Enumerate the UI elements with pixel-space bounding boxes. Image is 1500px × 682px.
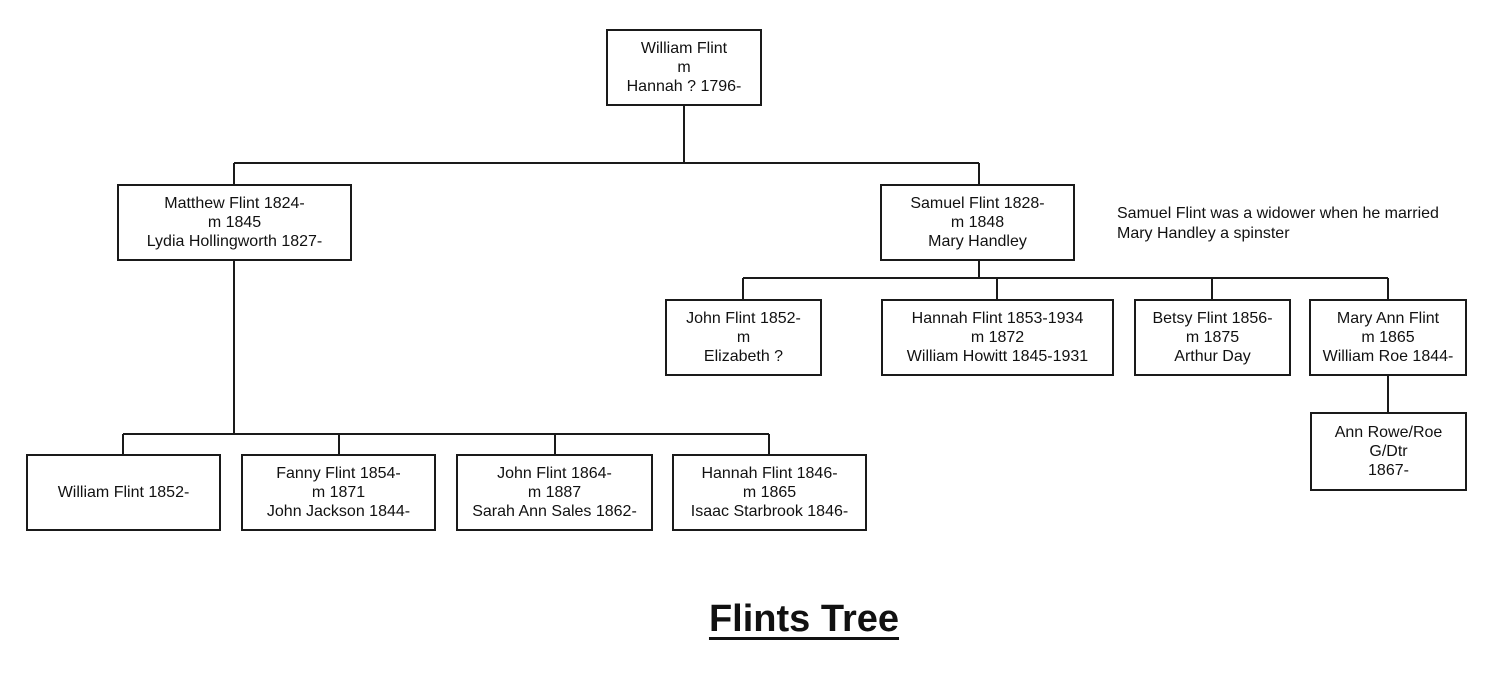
birth-year: 1867- [1368, 462, 1409, 479]
note-line: Samuel Flint was a widower when he marri… [1117, 205, 1439, 222]
person-hannah-flint-1853: Hannah Flint 1853-1934 m 1872 William Ho… [881, 299, 1114, 376]
samuel-note: Samuel Flint was a widower when he marri… [1117, 204, 1439, 244]
spouse-name: Hannah ? 1796- [626, 78, 742, 95]
person-ann-rowe: Ann Rowe/Roe G/Dtr 1867- [1310, 412, 1467, 491]
spouse-name: Lydia Hollingworth 1827- [146, 233, 323, 250]
person-matthew-flint: Matthew Flint 1824- m 1845 Lydia Holling… [117, 184, 352, 261]
person-name: Hannah Flint 1853-1934 [911, 310, 1084, 327]
person-name: Ann Rowe/Roe [1334, 424, 1443, 441]
spouse-name: William Howitt 1845-1931 [906, 348, 1089, 365]
spouse-name: William Roe 1844- [1322, 348, 1454, 365]
person-william-flint-1852: William Flint 1852- [26, 454, 221, 531]
spouse-name: Isaac Starbrook 1846- [690, 503, 849, 520]
person-john-flint-1852: John Flint 1852- m Elizabeth ? [665, 299, 822, 376]
person-samuel-flint: Samuel Flint 1828- m 1848 Mary Handley [880, 184, 1075, 261]
marriage-line: m [736, 329, 751, 346]
person-name: Hannah Flint 1846- [701, 465, 838, 482]
marriage-line: m 1865 [1361, 329, 1415, 346]
spouse-name: Arthur Day [1174, 348, 1251, 365]
person-name: Matthew Flint 1824- [164, 195, 305, 212]
relation-line: G/Dtr [1369, 443, 1408, 460]
person-betsy-flint: Betsy Flint 1856- m 1875 Arthur Day [1134, 299, 1291, 376]
person-name: Betsy Flint 1856- [1152, 310, 1273, 327]
marriage-line: m 1872 [970, 329, 1025, 346]
spouse-name: John Jackson 1844- [266, 503, 411, 520]
marriage-line: m 1865 [742, 484, 797, 501]
marriage-line: m [677, 59, 691, 76]
spouse-name: Mary Handley [928, 233, 1027, 250]
person-mary-ann-flint: Mary Ann Flint m 1865 William Roe 1844- [1309, 299, 1467, 376]
marriage-line: m 1871 [311, 484, 366, 501]
person-william-flint-root: William Flint m Hannah ? 1796- [606, 29, 762, 106]
person-hannah-flint-1846: Hannah Flint 1846- m 1865 Isaac Starbroo… [672, 454, 867, 531]
person-name: William Flint 1852- [57, 484, 190, 501]
person-name: Samuel Flint 1828- [910, 195, 1045, 212]
person-fanny-flint: Fanny Flint 1854- m 1871 John Jackson 18… [241, 454, 436, 531]
person-name: John Flint 1852- [686, 310, 801, 327]
spouse-name: Elizabeth ? [703, 348, 784, 365]
note-line: Mary Handley a spinster [1117, 225, 1290, 242]
person-john-flint-1864: John Flint 1864- m 1887 Sarah Ann Sales … [456, 454, 653, 531]
marriage-line: m 1845 [207, 214, 262, 231]
marriage-line: m 1875 [1185, 329, 1240, 346]
person-name: Mary Ann Flint [1336, 310, 1440, 327]
person-name: William Flint [640, 40, 728, 57]
marriage-line: m 1848 [950, 214, 1005, 231]
person-name: Fanny Flint 1854- [276, 465, 401, 482]
diagram-title: Flints Tree [708, 598, 900, 640]
person-name: John Flint 1864- [497, 465, 612, 482]
spouse-name: Sarah Ann Sales 1862- [472, 503, 637, 520]
marriage-line: m 1887 [527, 484, 582, 501]
